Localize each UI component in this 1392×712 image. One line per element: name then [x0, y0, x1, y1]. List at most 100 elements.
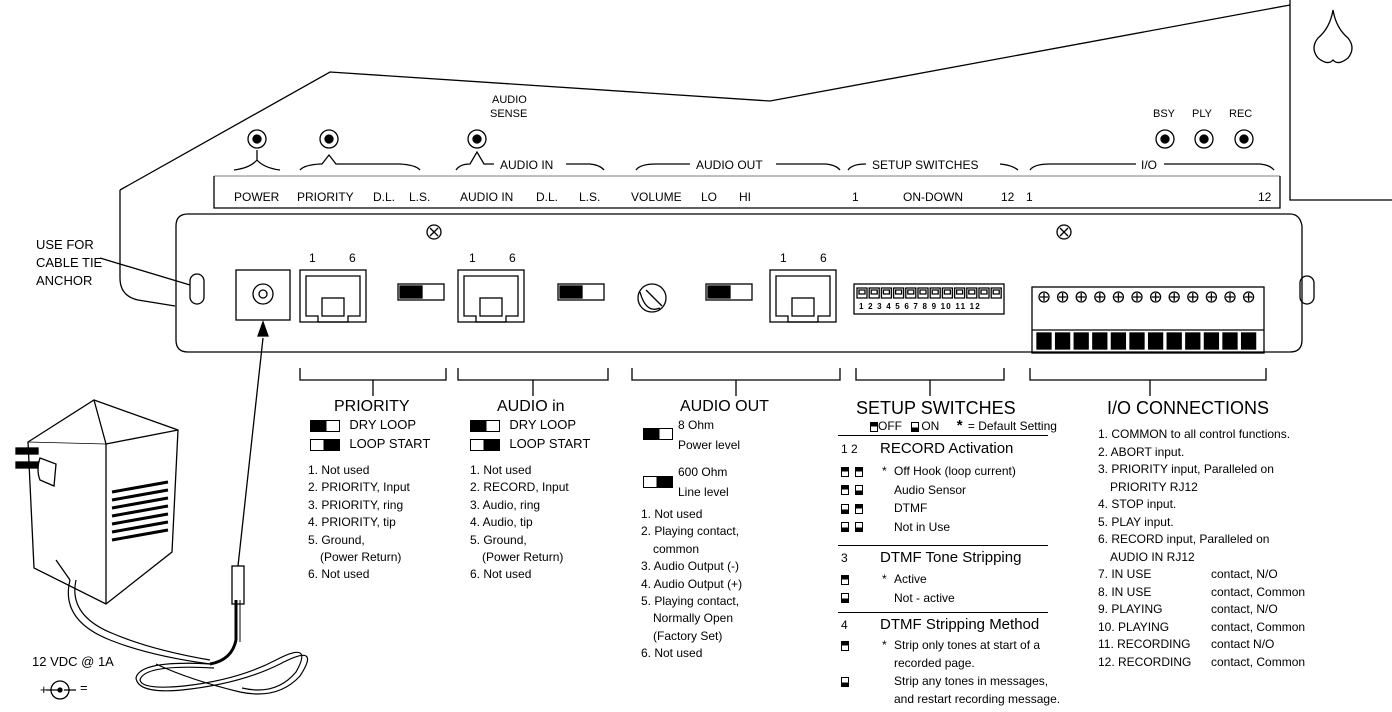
audio-in-switch-loop-start: LOOP START — [470, 437, 590, 451]
switch-off-icon — [841, 466, 849, 477]
switch-off-icon — [855, 503, 863, 514]
terminal-screw-icon — [1131, 291, 1143, 303]
setup-legend: OFF ON * = Default Setting — [870, 418, 1057, 433]
polarity-plus: + — [40, 682, 48, 697]
audio-out-title: AUDIO OUT — [680, 398, 769, 415]
audio-sense-line1: AUDIO — [492, 94, 527, 106]
terminal-screw-icon — [1056, 291, 1069, 303]
list-item: 5. Ground, — [470, 532, 527, 547]
ply-label: PLY — [1192, 108, 1212, 120]
switch-left-icon — [470, 419, 500, 432]
enclosure-left-edge — [119, 190, 176, 307]
setup-option-row — [841, 501, 869, 515]
legend-default-label: = Default Setting — [967, 419, 1057, 433]
setup-option-label: Off Hook (loop current) — [894, 464, 1016, 478]
priority-title: PRIORITY — [334, 398, 410, 415]
dtmf-stripping-num: 3 — [841, 551, 848, 565]
audio-sense-label-2: SENSE — [490, 108, 527, 121]
ls-label-1: L.S. — [409, 190, 431, 204]
terminal-socket — [1185, 332, 1201, 350]
io-item-label: 2. ABORT input. — [1098, 444, 1185, 459]
setup-switch-numbers: 1 2 3 4 5 6 7 8 9 10 11 12 — [859, 302, 981, 311]
switch-on-icon — [841, 522, 849, 533]
io-item-label: AUDIO IN RJ12 — [1110, 549, 1195, 564]
power-cable — [209, 600, 238, 666]
dl-label-2: D.L. — [536, 190, 559, 204]
setup-option-row — [841, 572, 855, 586]
audio-in-jack-pin-6: 6 — [509, 251, 516, 265]
audio-out-jack-pin-6: 6 — [820, 251, 827, 265]
setup-option-row — [841, 674, 855, 688]
audio-out-pin-list: 1. Not used 2. Playing contact, common 3… — [641, 506, 742, 663]
io-12-label: 12 — [1258, 190, 1272, 204]
io-item-contact: contact, N/O — [1211, 567, 1278, 581]
audio-out-group-label: AUDIO OUT — [696, 158, 763, 172]
setup-option-label-cont: and restart recording message. — [894, 692, 1061, 706]
inner-bezel — [213, 176, 1281, 209]
dtmf-stripping-title: DTMF Tone Stripping — [880, 549, 1022, 566]
switch-on-icon — [841, 676, 849, 687]
priority-switch-dry-loop: DRY LOOP — [310, 418, 416, 432]
io-item-label: 4. STOP input. — [1098, 497, 1177, 511]
priority-rj12-jack — [299, 269, 367, 323]
polarity-eq: = — [80, 680, 88, 695]
list-item: 6. Not used — [308, 567, 370, 582]
audio-in-group-label: AUDIO IN — [500, 158, 554, 172]
list-item: 5. PLAY input. — [1098, 514, 1305, 532]
priority-dry-loop-label: DRY LOOP — [349, 417, 417, 432]
audio-in-jack-pin-1: 1 — [469, 251, 476, 265]
led-ply-icon — [1194, 129, 1214, 149]
divider — [838, 612, 1048, 613]
list-item: 4. Audio Output (+) — [641, 576, 743, 591]
io-terminal-block — [1031, 286, 1265, 354]
list-item: 4. STOP input. — [1098, 496, 1305, 514]
cable-tie-slot-right — [1299, 275, 1315, 305]
io-item-contact: contact, Common — [1211, 619, 1306, 634]
default-mark: * — [882, 638, 887, 652]
setup-option-label: Audio Sensor — [894, 482, 967, 497]
coiled-cable — [67, 579, 309, 695]
io-connections-list: 1. COMMON to all control functions. 2. AB… — [1098, 426, 1305, 671]
cable-tie-slot-left — [189, 273, 205, 305]
audio-out-power-level: Power level — [678, 438, 741, 452]
list-item: 5. Playing contact, — [641, 594, 740, 609]
io-item-contact: contact, Common — [1211, 584, 1306, 599]
io-1-label: 1 — [1026, 190, 1033, 204]
audio-out-line-level: Line level — [678, 485, 729, 499]
legend-on-label: ON — [921, 419, 940, 433]
terminal-socket — [1166, 332, 1182, 350]
led-power-icon — [247, 129, 267, 149]
adapter-rating: 12 VDC @ 1A — [32, 654, 114, 669]
terminal-socket — [1054, 332, 1071, 350]
list-item: (Factory Set) — [653, 628, 723, 643]
list-item: AUDIO IN RJ12 — [1098, 549, 1305, 567]
list-item: 1. Not used — [641, 507, 703, 521]
audio-sense-line2: SENSE — [490, 108, 528, 120]
dc-power-jack — [235, 269, 291, 321]
led-rec-icon — [1234, 129, 1254, 149]
bsy-label: BSY — [1153, 108, 1176, 120]
list-item: 2. ABORT input. — [1098, 444, 1305, 462]
audio-out-jack-pin-1: 1 — [780, 251, 787, 265]
terminal-socket — [1222, 332, 1238, 350]
list-item: 2. Playing contact, — [641, 524, 740, 539]
rec-label: REC — [1229, 108, 1253, 120]
list-item: 6. RECORD input, Paralleled on — [1098, 531, 1305, 549]
front-panel — [175, 213, 1303, 353]
list-item: 1. Not used — [470, 463, 532, 477]
io-item-label: 6. RECORD input, Paralleled on — [1098, 532, 1270, 546]
terminal-socket — [1240, 332, 1257, 350]
terminal-screw-icon — [1149, 291, 1162, 303]
switch-on-icon — [841, 593, 849, 604]
audio-in-slide-switch — [557, 283, 605, 301]
terminal-socket — [1073, 332, 1089, 350]
keyhole-icon — [1313, 9, 1353, 64]
audio-in-loop-start-label: LOOP START — [509, 436, 591, 451]
switch-on-icon — [841, 503, 849, 514]
list-item: 1. Not used — [308, 463, 370, 477]
setup-12-label: 12 — [1001, 190, 1015, 204]
io-item-label: 1. COMMON to all control functions. — [1098, 427, 1291, 441]
